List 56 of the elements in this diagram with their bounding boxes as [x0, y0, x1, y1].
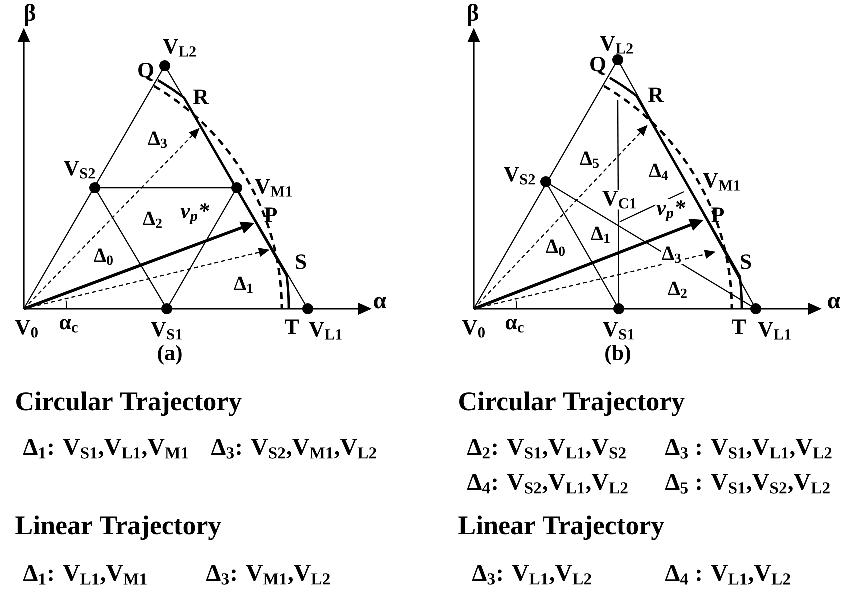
sector-label: Δ$_{0}$ [546, 240, 565, 256]
point-label: R [648, 88, 664, 102]
point-label: S [741, 254, 752, 270]
axis-label: α [374, 297, 386, 309]
sector-list: Δ$_{4}$: V$_{S2}$,V$_{L1}$,V$_{L2}$ [468, 474, 628, 494]
vertex-label: V$_{M1}$ [255, 179, 292, 197]
sector-list: Δ$_{3}$: V$_{L1}$,V$_{L2}$ [472, 565, 592, 585]
axis-label: β [25, 4, 36, 26]
vector-label: v$_{p}$* [180, 204, 210, 224]
sector-list: Δ$_{4}$ : V$_{L1}$,V$_{L2}$ [666, 565, 790, 585]
point-label: T [285, 320, 299, 334]
sector-label: Δ$_{4}$ [649, 164, 668, 180]
vector-label: v$_{p}$* [656, 200, 686, 222]
sector-list: Δ$_{2}$: V$_{S1}$,V$_{L1}$,V$_{S2}$ [468, 439, 626, 459]
sector-list: Δ$_{1}$: V$_{S1}$,V$_{L1}$,V$_{M1}$ [24, 439, 188, 459]
sector-label: Δ$_{2}$ [143, 212, 162, 228]
sector-list: Δ$_{3}$: V$_{S2}$,V$_{M1}$,V$_{L2}$ [212, 439, 376, 459]
point-label: R [193, 90, 210, 104]
sector-list: Δ$_{3}$: V$_{M1}$,V$_{L2}$ [206, 565, 330, 585]
heading: Circular Trajectory [460, 392, 685, 416]
point-label: S [296, 254, 306, 270]
point-label: Q [590, 56, 606, 76]
point-label: Q [138, 62, 154, 82]
vertex-label: V$_{S2}$ [64, 161, 96, 179]
sector-label: Δ$_{2}$ [668, 282, 687, 298]
heading: Linear Trajectory [16, 516, 222, 540]
vertex-label: V$_{C1}$ [601, 190, 639, 210]
vertex-label: V$_{M1}$ [703, 173, 740, 191]
sector-list: Δ$_{3}$ : V$_{S1}$,V$_{L1}$,V$_{L2}$ [666, 439, 832, 459]
angle-label: α$_{c}$ [60, 319, 78, 333]
vertex-label: V$_{0}$ [15, 320, 38, 338]
vertex-label: V$_{0}$ [462, 320, 485, 338]
vertex-label: V$_{L2}$ [600, 36, 633, 54]
heading: Circular Trajectory [16, 392, 242, 416]
axis-label: α [828, 297, 840, 309]
panel-label: (b) [606, 345, 630, 365]
sector-label: Δ$_{0}$ [94, 248, 113, 266]
sector-label: Δ$_{5}$ [580, 152, 599, 168]
point-label: P [264, 208, 278, 222]
vertex-label: V$_{S1}$ [603, 322, 634, 340]
vertex-label: V$_{L1}$ [309, 322, 342, 340]
sector-label: Δ$_{3}$ [148, 132, 168, 148]
point-label: T [732, 320, 746, 334]
vertex-label: V$_{L2}$ [163, 39, 196, 57]
sector-list: Δ$_{1}$: V$_{L1}$,V$_{M1}$ [24, 565, 147, 585]
vertex-label: V$_{L1}$ [758, 322, 791, 340]
sector-label: Δ$_{1}$ [234, 276, 253, 294]
sector-label: Δ$_{3}$ [661, 246, 683, 264]
sector-label: Δ$_{1}$ [591, 226, 610, 244]
axis-label: β [468, 4, 478, 26]
heading: Linear Trajectory [458, 516, 664, 540]
angle-label: α$_{c}$ [506, 319, 524, 333]
sector-list: Δ$_{5}$ : V$_{S1}$,V$_{S2}$,V$_{L2}$ [666, 474, 830, 494]
vertex-label: V$_{S2}$ [504, 167, 536, 185]
vertex-label: V$_{S1}$ [151, 322, 182, 340]
panel-label: (a) [158, 345, 182, 365]
